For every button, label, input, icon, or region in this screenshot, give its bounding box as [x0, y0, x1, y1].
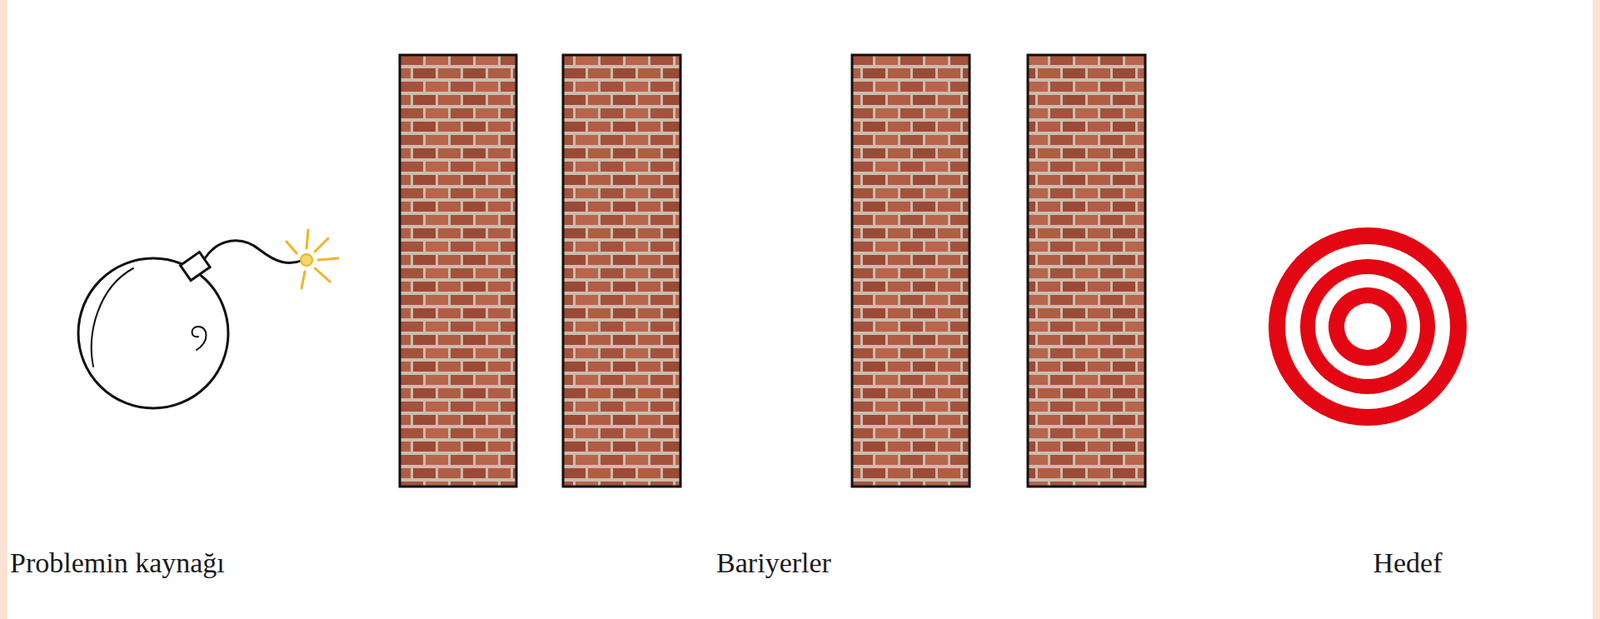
caption-label: Problemin kaynağı — [9, 546, 225, 581]
bomb-icon — [78, 229, 339, 409]
brick-wall — [1027, 54, 1146, 487]
brick-walls — [399, 54, 1146, 487]
caption-label: Bariyerler — [716, 546, 832, 581]
caption-label: Hedef — [1372, 546, 1442, 581]
side-strip — [0, 0, 8, 619]
brick-wall — [563, 54, 681, 487]
brick-wall — [852, 54, 970, 487]
target-icon — [1268, 227, 1467, 426]
side-strip — [1592, 0, 1600, 619]
brick-wall — [399, 54, 517, 487]
